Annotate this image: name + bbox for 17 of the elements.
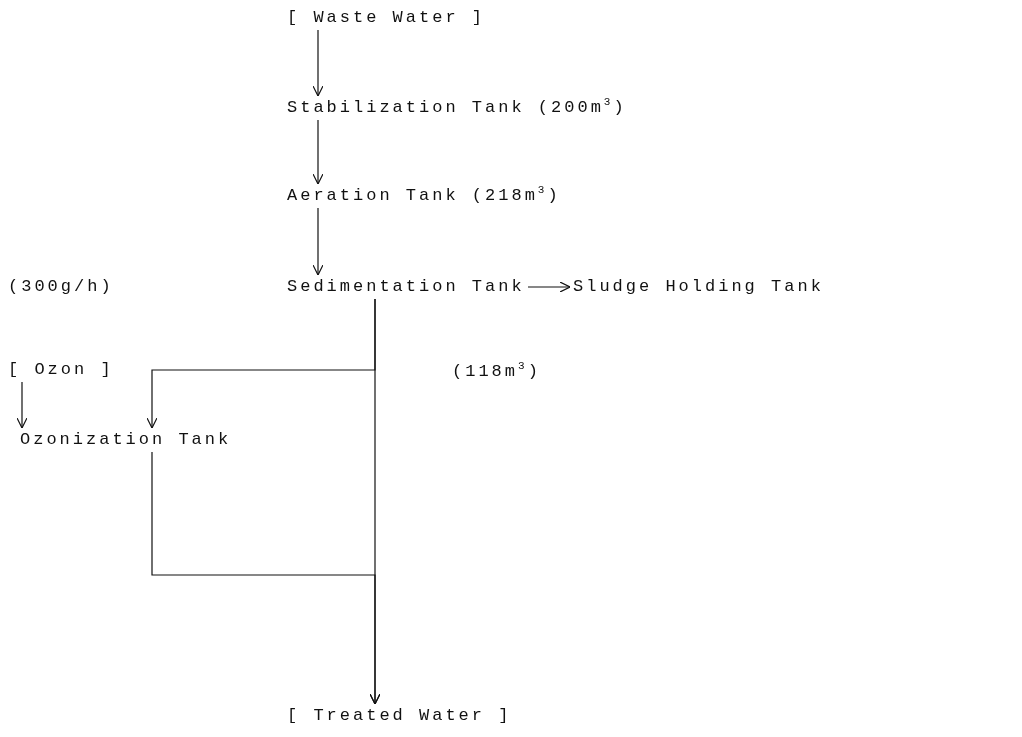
process-label: Sludge Holding Tank: [573, 277, 824, 297]
arrow: [312, 119, 324, 185]
process-label: Sedimentation Tank: [287, 277, 525, 297]
capacity-note: (300g/h): [8, 277, 114, 297]
arrow: [16, 381, 28, 429]
process-label: [ Waste Water ]: [287, 8, 486, 28]
process-label: Stabilization Tank (200m$^{3}$): [287, 98, 627, 118]
process-label: [ Ozon ]: [8, 360, 114, 380]
process-label: [ Treated Water ]: [287, 706, 512, 726]
arrow: [312, 207, 324, 276]
capacity-note: (118m$^{3}$): [452, 362, 541, 382]
arrow: [146, 298, 376, 429]
arrow: [527, 281, 571, 293]
arrow: [312, 29, 324, 97]
process-label: Aeration Tank (218m$^{3}$): [287, 186, 561, 206]
process-label: Ozonization Tank: [20, 430, 232, 450]
arrow: [151, 451, 381, 705]
